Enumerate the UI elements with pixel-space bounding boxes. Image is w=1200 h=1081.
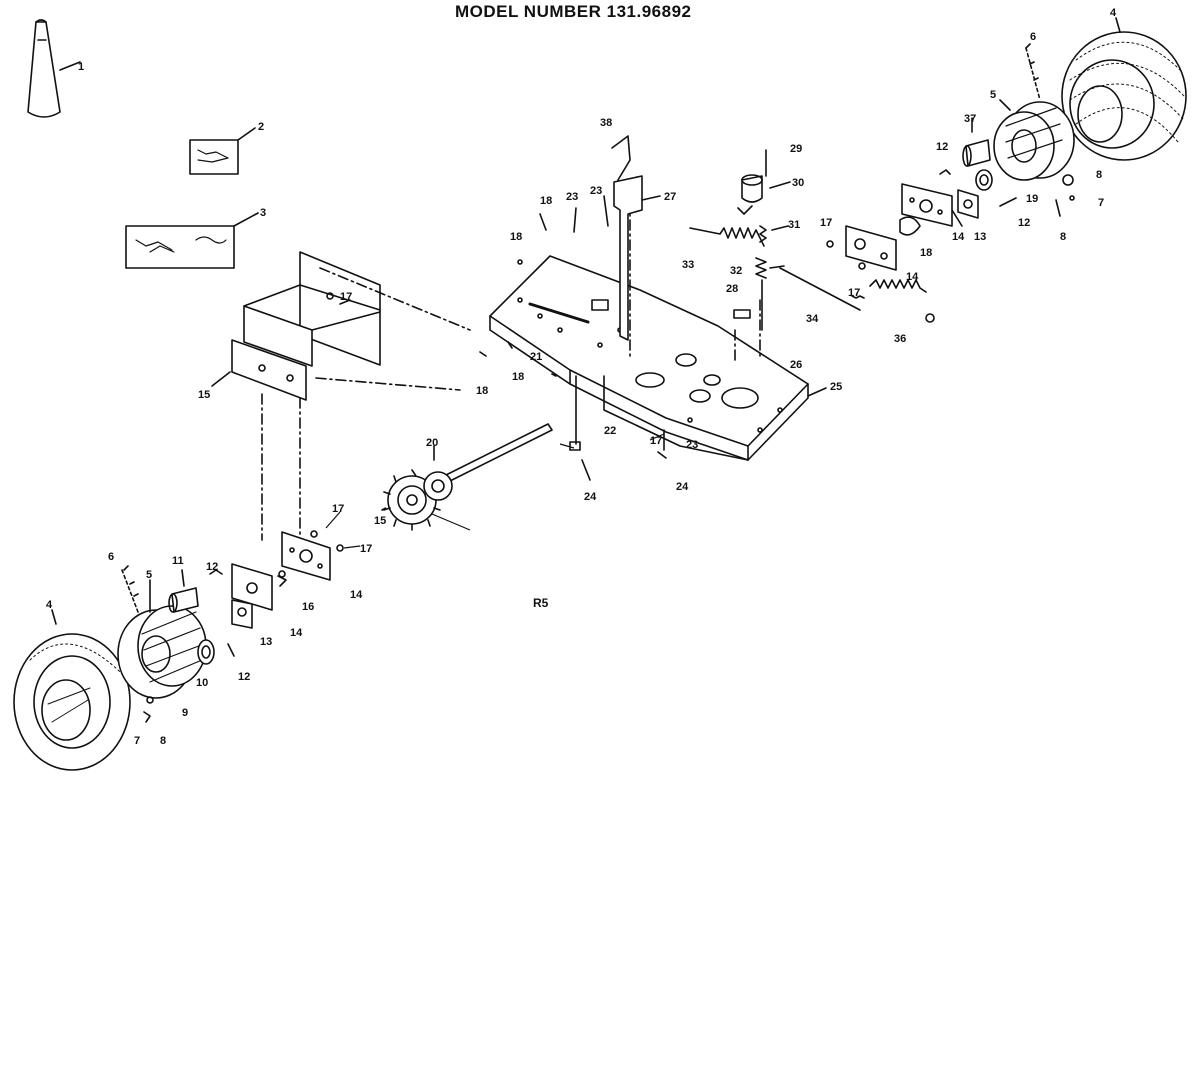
callout-24-b: 24 — [676, 481, 689, 493]
part-decal-set-3 — [125, 212, 259, 269]
part-bracket-15 — [211, 251, 471, 561]
callout-28: 28 — [726, 283, 738, 295]
part-bushing-left-11 — [168, 569, 199, 613]
part-wheel-rim-right-5 — [993, 99, 1075, 181]
part-wheel-rim-left-5 — [117, 579, 207, 699]
callout-leaders — [325, 433, 665, 549]
callout-17-left-a: 17 — [332, 503, 344, 515]
callout-16-left: 16 — [302, 601, 314, 613]
callout-1: 1 — [78, 61, 84, 73]
callout-20: 20 — [426, 437, 438, 449]
part-knob-30 — [737, 149, 791, 331]
callout-8-left: 8 — [160, 735, 166, 747]
callout-21: 21 — [530, 351, 542, 363]
model-number-title: MODEL NUMBER 131.96892 — [455, 2, 692, 21]
callout-12-left-b: 12 — [238, 671, 250, 683]
callout-6-left: 6 — [108, 551, 114, 563]
part-plates-right-14 — [845, 183, 979, 271]
callout-18-a: 18 — [510, 231, 522, 243]
callout-11-left: 11 — [172, 555, 184, 567]
callout-3: 3 — [260, 207, 266, 219]
callout-22: 22 — [604, 425, 616, 437]
callout-6-right: 6 — [1030, 31, 1036, 43]
part-bushing-right-31 — [962, 117, 991, 167]
callout-38: 38 — [600, 117, 612, 129]
callout-27: 27 — [664, 191, 676, 203]
callout-4-left: 4 — [46, 599, 53, 611]
part-wheel-left-4 — [13, 609, 131, 771]
callout-14-right-a: 14 — [952, 231, 965, 243]
callout-18-d: 18 — [512, 371, 524, 383]
callout-4-right: 4 — [1110, 7, 1117, 19]
part-nut-left-10 — [197, 639, 215, 665]
part-decal-2 — [189, 127, 256, 175]
callout-23-c: 23 — [686, 439, 698, 451]
callout-17-right-b: 17 — [848, 287, 860, 299]
callout-8-right-b: 8 — [1060, 231, 1066, 243]
callout-14-left-a: 14 — [350, 589, 363, 601]
callout-7-left: 7 — [134, 735, 140, 747]
callout-17-frame: 17 — [650, 435, 662, 447]
callout-33: 33 — [682, 259, 694, 271]
callout-7-right: 7 — [1098, 197, 1104, 209]
part-axle-20 — [381, 423, 553, 531]
callout-17-bracket: 17 — [340, 291, 352, 303]
callout-13-right: 13 — [974, 231, 986, 243]
callout-8-right-a: 8 — [1096, 169, 1102, 181]
figure-code: R5 — [533, 596, 549, 610]
callout-5-left: 5 — [146, 569, 152, 581]
callout-12-right-a: 12 — [936, 141, 948, 153]
callout-36: 36 — [894, 333, 906, 345]
callout-18-b: 18 — [540, 195, 552, 207]
part-cone-1 — [27, 19, 81, 118]
part-frame-25 — [489, 199, 827, 461]
callout-15-bracket: 15 — [198, 389, 210, 401]
part-lever-27 — [611, 135, 661, 341]
callout-29: 29 — [790, 143, 802, 155]
callout-23-b: 23 — [590, 185, 602, 197]
part-plates-left-14 — [227, 531, 331, 657]
callout-15-axle: 15 — [374, 515, 386, 527]
part-springs-33 — [689, 227, 935, 323]
part-hardware-right — [479, 169, 1075, 377]
callout-5-right: 5 — [990, 89, 996, 101]
callout-23-a: 23 — [566, 191, 578, 203]
callout-9-left: 9 — [182, 707, 188, 719]
callout-32: 32 — [730, 265, 742, 277]
callout-26: 26 — [790, 359, 802, 371]
callout-25: 25 — [830, 381, 842, 393]
callout-14-right-b: 14 — [906, 271, 919, 283]
callout-30: 30 — [792, 177, 804, 189]
callout-18-c: 18 — [476, 385, 488, 397]
callout-19-right: 19 — [1026, 193, 1038, 205]
part-hardware-left — [121, 530, 344, 723]
callout-17-right-a: 17 — [820, 217, 832, 229]
callout-14-left-b: 14 — [290, 627, 303, 639]
callout-12-right-b: 12 — [1018, 217, 1030, 229]
callout-24-a: 24 — [584, 491, 597, 503]
callout-37: 37 — [964, 113, 976, 125]
callout-17-left-b: 17 — [360, 543, 372, 555]
callout-2: 2 — [258, 121, 264, 133]
callout-10-left: 10 — [196, 677, 208, 689]
callout-31: 31 — [788, 219, 800, 231]
part-nut-right-19 — [975, 43, 1041, 191]
callout-34: 34 — [806, 313, 819, 325]
callout-12-left-a: 12 — [206, 561, 218, 573]
callout-13-left: 13 — [260, 636, 272, 648]
part-wheel-right-4 — [1061, 17, 1187, 161]
callout-18-right: 18 — [920, 247, 932, 259]
